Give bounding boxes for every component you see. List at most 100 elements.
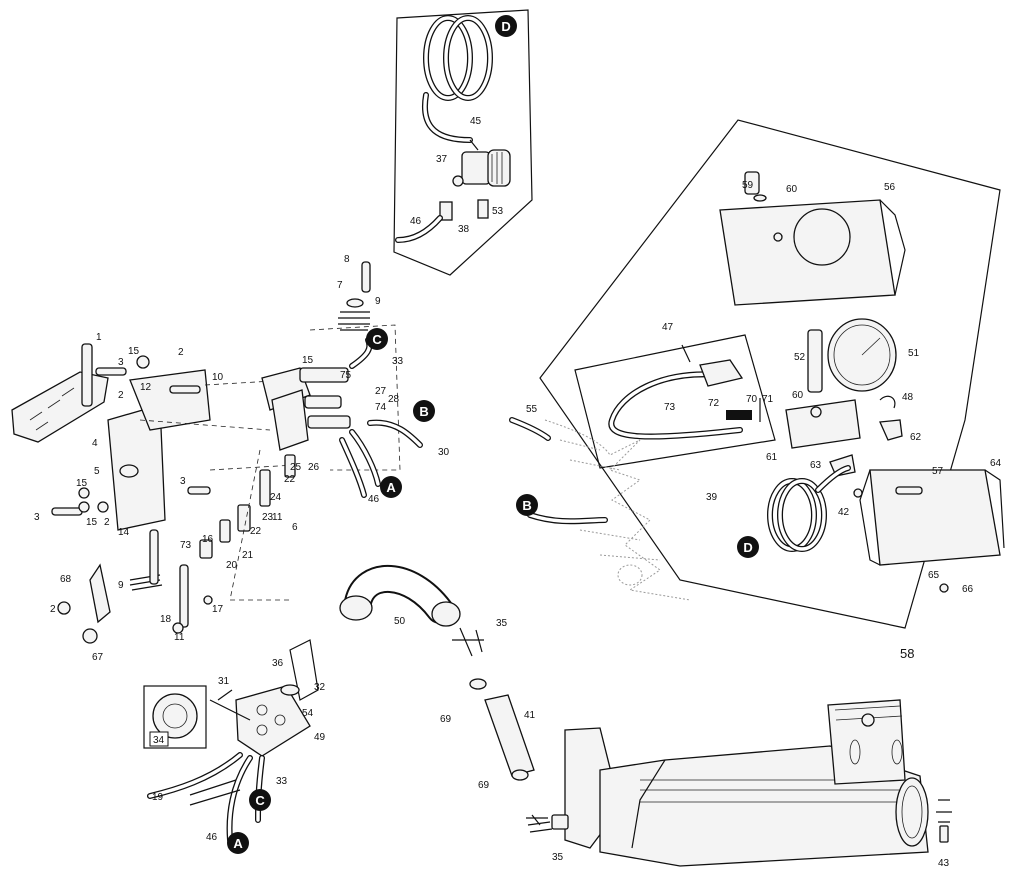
callout-label: 60: [792, 390, 804, 401]
callout-label: 24: [270, 492, 282, 503]
circle-label: A: [386, 480, 396, 495]
callout-label: 33: [276, 776, 288, 787]
callout-label: 2: [50, 604, 56, 615]
callout-label: 56: [884, 182, 896, 193]
callout-label: 73: [664, 402, 676, 413]
circle-label: C: [255, 793, 265, 808]
callout-label: 63: [810, 460, 822, 471]
callout-label: 62: [910, 432, 922, 443]
callout-label: 45: [470, 116, 482, 127]
callout-label: 21: [242, 550, 254, 561]
main-frame-tube: [526, 699, 952, 867]
callout-label: 6: [292, 522, 298, 533]
box-label-34: 34: [153, 735, 165, 746]
callout-label: 18: [160, 614, 172, 625]
callout-label: 37: [436, 154, 448, 165]
callout-numbers-bottom: 35 43: [552, 852, 950, 869]
callout-label: 66: [962, 584, 974, 595]
callout-label: 38: [458, 224, 470, 235]
pump-assembly: [143, 639, 319, 843]
circle-label: D: [501, 19, 510, 34]
callout-label: 54: [302, 708, 314, 719]
callout-label: 2: [104, 517, 110, 528]
callout-label: 48: [902, 392, 914, 403]
callout-label: 41: [524, 710, 536, 721]
gauge-box-panel: [539, 119, 1005, 629]
callout-label: 71: [762, 394, 774, 405]
callout-numbers-left: 1 2 3 15 12 10 2 4 5 3 15 3 15 2 14 73 9…: [34, 254, 450, 663]
callout-label: 3: [180, 476, 186, 487]
callout-label: 9: [375, 296, 381, 307]
callout-label: 28: [388, 394, 400, 405]
callout-label: 67: [92, 652, 104, 663]
callout-label: 11: [174, 632, 185, 643]
callout-label: 36: [272, 658, 284, 669]
callout-label: 31: [218, 676, 230, 687]
callout-label: 61: [766, 452, 778, 463]
callout-label: 73: [180, 540, 192, 551]
callout-label: 53: [492, 206, 504, 217]
callout-label: 51: [908, 348, 920, 359]
callout-label: 1: [96, 332, 102, 343]
callout-label: 5: [94, 466, 100, 477]
callout-label: 30: [438, 447, 450, 458]
callout-label: 25: [290, 462, 302, 473]
box-label-58: 58: [900, 646, 914, 661]
callout-label: 64: [990, 458, 1002, 469]
callout-label: 57: [932, 466, 944, 477]
elbow-hose-assembly: [339, 565, 535, 781]
callout-label: 2: [118, 390, 124, 401]
callout-label: 68: [60, 574, 72, 585]
circle-label: C: [372, 332, 382, 347]
callout-label: 47: [662, 322, 674, 333]
callout-label: 17: [212, 604, 224, 615]
callout-label: 19: [152, 792, 164, 803]
callout-label: 3: [118, 357, 124, 368]
callout-label: 72: [708, 398, 720, 409]
callout-label: 46: [206, 832, 218, 843]
circle-label: A: [233, 836, 243, 851]
callout-label: 42: [838, 507, 850, 518]
callout-label: 55: [526, 404, 538, 415]
callout-numbers-right-box: 59 60 56 47 52 51 73 72 70 71 60 48 61 6…: [662, 180, 1002, 661]
faded-background-parts: [509, 417, 691, 601]
callout-label: 33: [392, 356, 404, 367]
callout-label: 23: [262, 512, 274, 523]
callout-label: 43: [938, 858, 950, 869]
callout-label: 12: [140, 382, 152, 393]
circled-letter-markers: C B A D B D C A: [227, 15, 759, 854]
callout-label: 74: [375, 402, 387, 413]
callout-label: 60: [786, 184, 798, 195]
callout-label: 9: [118, 580, 124, 591]
inset-panel-d: [393, 9, 533, 276]
callout-label: 32: [314, 682, 326, 693]
callout-label: 14: [118, 527, 130, 538]
callout-label: 46: [368, 494, 380, 505]
callout-label: 20: [226, 560, 238, 571]
callout-label: 22: [250, 526, 262, 537]
callout-label: 39: [706, 492, 718, 503]
callout-label: 15: [128, 346, 140, 357]
callout-label: 4: [92, 438, 98, 449]
callout-label: 59: [742, 180, 754, 191]
callout-label: 70: [746, 394, 758, 405]
callout-label: 46: [410, 216, 422, 227]
callout-label: 50: [394, 616, 406, 627]
callout-label: 69: [478, 780, 490, 791]
callout-numbers-top-inset: 45 37 46 38 53: [410, 116, 504, 235]
callout-label: 11: [272, 512, 283, 523]
callout-label: 8: [344, 254, 350, 265]
callout-label: 15: [302, 355, 314, 366]
callout-label: 35: [552, 852, 564, 863]
callout-label: 35: [496, 618, 508, 629]
callout-label: 3: [34, 512, 40, 523]
callout-label: 7: [337, 280, 343, 291]
callout-label: 49: [314, 732, 326, 743]
callout-label: 69: [440, 714, 452, 725]
callout-label: 27: [375, 386, 387, 397]
callout-label: 26: [308, 462, 320, 473]
callout-label: 16: [202, 534, 214, 545]
callout-label: 52: [794, 352, 806, 363]
pedal-assembly: [11, 261, 423, 644]
